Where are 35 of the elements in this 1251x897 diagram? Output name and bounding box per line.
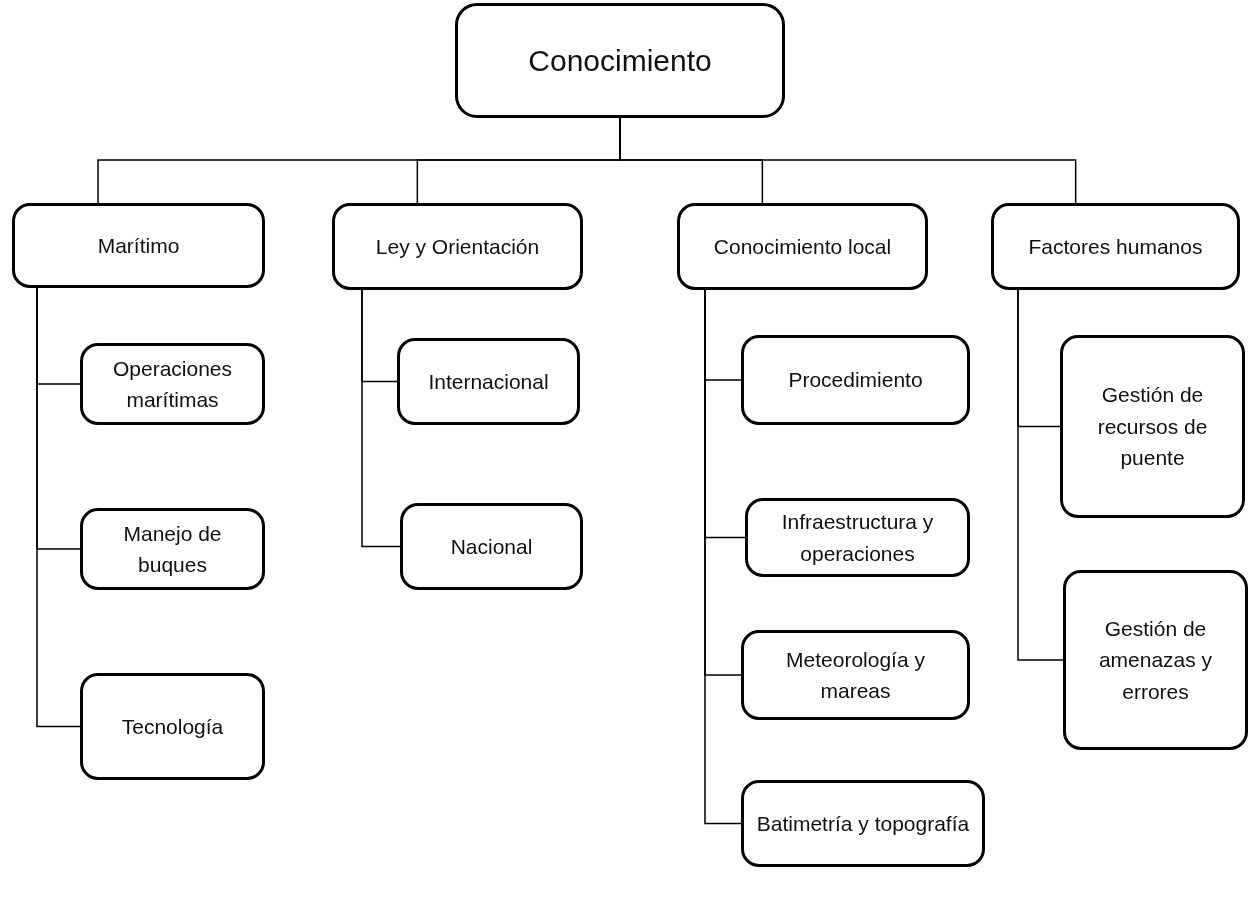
- box-label: Operaciones marítimas: [111, 355, 234, 413]
- box-label: Marítimo: [97, 232, 180, 259]
- rounded-box: [1063, 570, 1248, 750]
- box-label: Internacional: [428, 368, 549, 395]
- box-label: Infraestructura y operaciones: [780, 509, 935, 567]
- box-label: Gestión de amenazas y errores: [1097, 615, 1214, 705]
- rounded-box: [1060, 335, 1245, 518]
- box-label: Conocimiento local: [713, 233, 892, 260]
- rounded-box: [741, 335, 970, 425]
- box-label: Batimetría y topografía: [756, 810, 970, 837]
- box-label: Manejo de buques: [122, 520, 223, 578]
- connector-line: [361, 289, 401, 548]
- rounded-box: [677, 203, 928, 290]
- box-label: Meteorología y mareas: [785, 646, 926, 704]
- rounded-box: [80, 673, 265, 780]
- rounded-box: [455, 3, 785, 118]
- box-label: Gestión de recursos de puente: [1096, 382, 1209, 472]
- connector-line: [36, 287, 81, 728]
- rounded-box: [741, 630, 970, 720]
- rounded-box: [12, 203, 265, 288]
- rounded-box: [400, 503, 583, 590]
- connector-line: [1017, 289, 1064, 661]
- box-label: Procedimiento: [788, 367, 923, 394]
- box-label: Factores humanos: [1028, 233, 1203, 260]
- rounded-box: [991, 203, 1240, 290]
- box-label: Tecnología: [121, 713, 224, 740]
- box-label: Conocimiento: [528, 43, 712, 79]
- rounded-box: [332, 203, 583, 290]
- rounded-box: [80, 343, 265, 425]
- rounded-box: [745, 498, 970, 577]
- box-label: Nacional: [450, 533, 533, 560]
- box-label: Ley y Orientación: [375, 233, 540, 260]
- rounded-box: [80, 508, 265, 590]
- rounded-box: [741, 780, 985, 867]
- rounded-box: [397, 338, 580, 425]
